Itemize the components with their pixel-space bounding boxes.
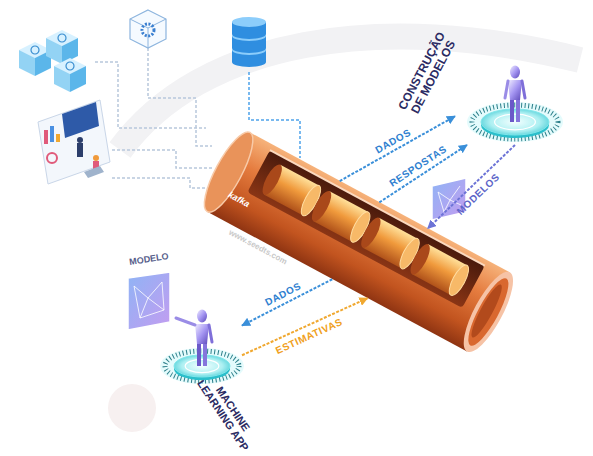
chart-bar: [50, 126, 54, 142]
node-shape: [172, 300, 242, 385]
edge-label: MODELOS: [455, 171, 502, 217]
chart-bar: [56, 134, 60, 142]
service-cube: [46, 30, 78, 64]
robot-leg: [203, 343, 207, 366]
cylinder-back: [406, 241, 433, 277]
machine-learning-app: MACHINE LEARNING APP: [172, 300, 242, 385]
model-panel: MODELO: [128, 272, 170, 330]
cube-edges: [130, 19, 166, 48]
edge-label: DADOS: [373, 126, 412, 155]
source-wire: [112, 178, 222, 188]
node-label: MODELO: [124, 251, 175, 269]
robot-arm: [505, 81, 508, 98]
cylinder-back: [357, 215, 384, 251]
platform-glow: [467, 102, 563, 142]
ml-app-station: [160, 310, 244, 385]
robot-torso: [508, 80, 522, 100]
database-icon: [232, 17, 266, 67]
node-label: MACHINE LEARNING APP: [192, 367, 263, 456]
cube-outline: [130, 10, 166, 48]
chart-ring: [47, 153, 57, 163]
dashboard-screen: [62, 102, 99, 138]
platform-ring: [185, 359, 219, 372]
robot-head: [510, 66, 520, 79]
model-panel-graphic: [128, 272, 170, 330]
person-head: [93, 155, 99, 161]
network-lines: [134, 282, 164, 318]
platform-top: [174, 355, 230, 377]
kafka-pipe-graphic: [195, 126, 521, 358]
robot-arm: [176, 318, 195, 325]
edge-label: ESTIMATIVAS: [274, 316, 344, 356]
db-layer: [232, 57, 266, 67]
cylinder-back: [308, 188, 335, 224]
platform-ring: [495, 114, 536, 130]
pipe-inner-shadow: [467, 282, 506, 341]
estimates-arrow: [242, 298, 367, 355]
background-dot: [108, 384, 156, 432]
chart-bar: [44, 130, 48, 144]
model-building-station: [467, 66, 563, 143]
robot-leg: [516, 99, 520, 122]
service-cube: [54, 58, 86, 92]
platform-top: [481, 109, 549, 135]
node-shape: [128, 272, 170, 330]
robot-arm: [522, 81, 525, 98]
robot-leg: [197, 343, 201, 366]
platform-ticks: [472, 105, 558, 139]
cylinder-back: [258, 162, 285, 198]
answers-arrow: [379, 145, 467, 202]
edge-label: RESPOSTAS: [387, 143, 449, 189]
edge-label: DADOS: [263, 281, 303, 309]
robot-head: [197, 310, 207, 323]
cylinder-front: [445, 262, 472, 298]
node-label: CONSTRUÇÃO DE MODELOS: [393, 24, 463, 125]
dashboard-board: [38, 100, 110, 184]
background-swoosh: [120, 37, 580, 150]
gear-cube: [130, 10, 166, 48]
pipe-cutaway: [247, 150, 485, 308]
gear-icon: [142, 24, 154, 36]
robot-torso: [195, 324, 209, 344]
db-layer: [232, 29, 266, 39]
person-body: [77, 143, 83, 157]
data-arrow: [242, 279, 332, 325]
pipe-open-rim: [454, 266, 521, 359]
source-wire: [95, 62, 206, 128]
robot-leg: [510, 99, 514, 122]
robot-arm: [209, 325, 212, 342]
node-shape: [455, 30, 575, 145]
watermark: www.seedts.com: [227, 228, 288, 267]
pipe-open-inside: [461, 274, 515, 350]
source-wire: [148, 48, 212, 146]
laptop: [84, 166, 104, 178]
source-wire: [112, 150, 214, 168]
dashboard-illustration: [38, 100, 110, 184]
model-building-station: CONSTRUÇÃO DE MODELOS: [455, 30, 575, 145]
person-head: [77, 137, 83, 143]
platform-ticks: [165, 351, 239, 381]
db-layer-top: [232, 17, 266, 27]
db-layer: [232, 43, 266, 53]
model-panel-face: [128, 272, 170, 330]
pipe-far-end: [195, 126, 261, 218]
pipe-body: [207, 132, 509, 351]
